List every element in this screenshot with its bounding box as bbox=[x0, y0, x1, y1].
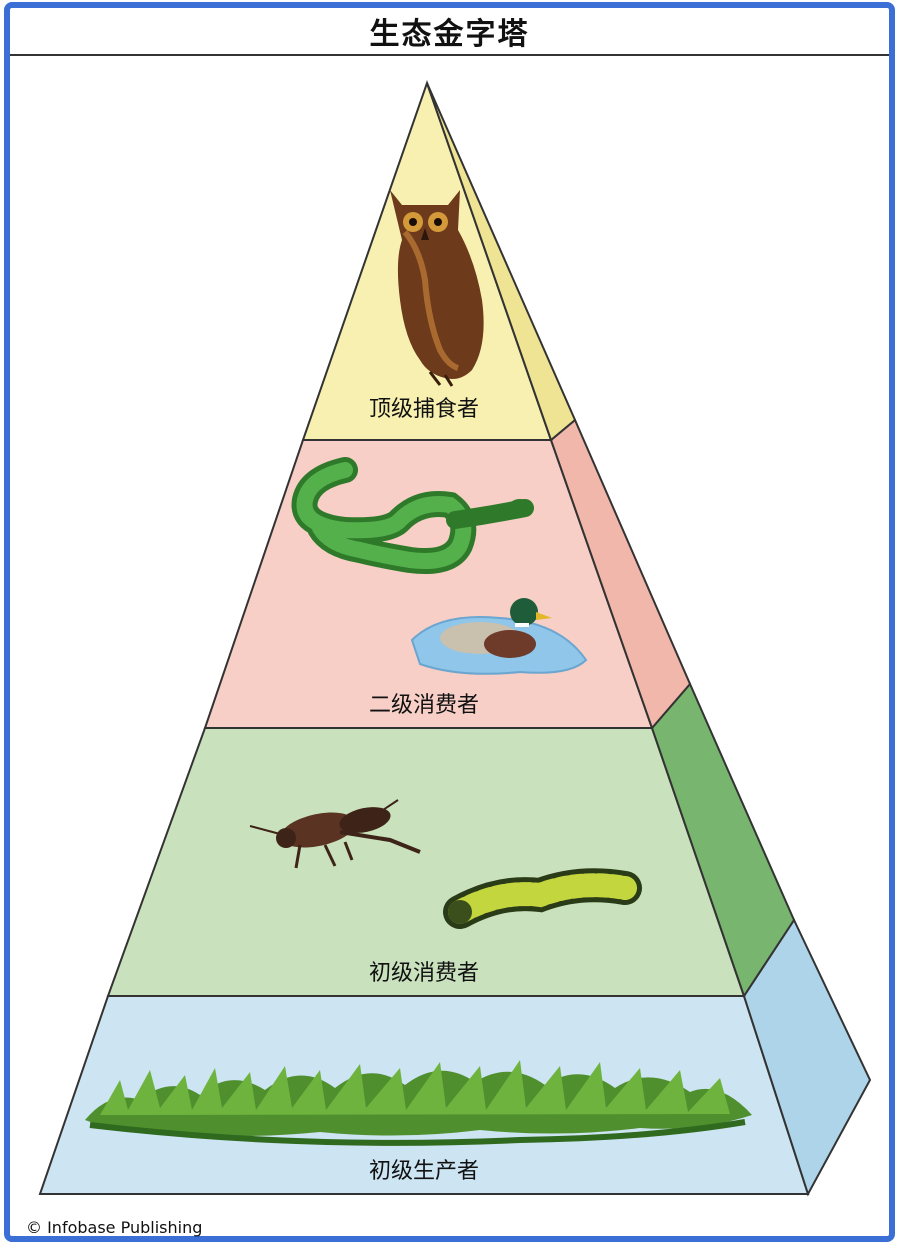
level-label-apex-predators: 顶级捕食者 bbox=[369, 397, 479, 422]
primary-front-face bbox=[108, 728, 744, 996]
level-label-secondary-consumers: 二级消费者 bbox=[369, 693, 479, 718]
copyright-notice: © Infobase Publishing bbox=[26, 1218, 202, 1237]
pyramid-level-secondary-consumers: 二级消费者 bbox=[205, 420, 690, 728]
pyramid-level-apex-predators: 顶级捕食者 bbox=[303, 83, 575, 440]
level-label-producers: 初级生产者 bbox=[369, 1159, 479, 1184]
pyramid-level-primary-consumers: 初级消费者 bbox=[108, 684, 794, 996]
level-label-primary-consumers: 初级消费者 bbox=[369, 961, 479, 986]
